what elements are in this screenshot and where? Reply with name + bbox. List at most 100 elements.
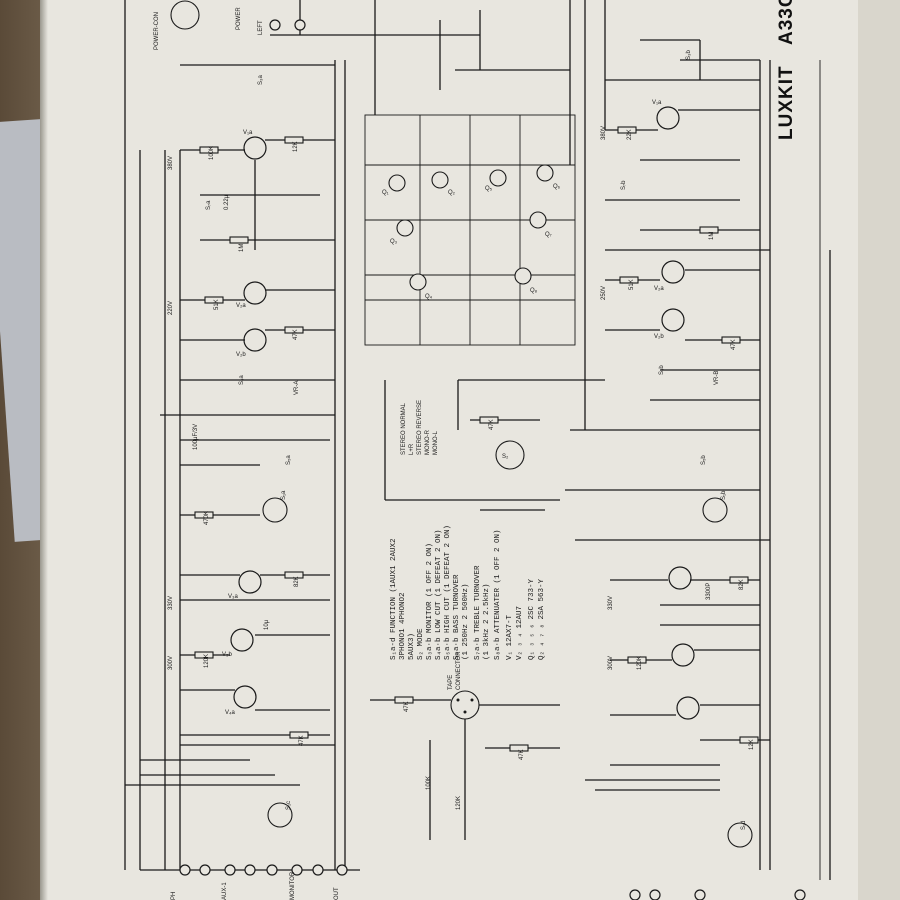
c-value-4: 100μF/3V bbox=[193, 424, 199, 450]
jack-label-aux1: AUX-1 bbox=[222, 882, 228, 900]
bottom-jacks: PH AUX-1 MONITOR OUT bbox=[140, 864, 806, 900]
sw-label-11: S₅a bbox=[286, 455, 292, 465]
pot-value-2: VR-B bbox=[714, 371, 720, 385]
legend-line-2: 3PHONO1 4PHONO2 bbox=[399, 592, 407, 660]
sw-label-5: S₁c bbox=[286, 801, 292, 810]
r-value-7: 82K bbox=[294, 576, 300, 587]
tube-label-v3a: V₃a bbox=[228, 594, 238, 600]
tube-label-v2b-r: V₂b bbox=[654, 334, 664, 340]
r-value-9: 47K bbox=[299, 735, 305, 746]
connector-label-2: CONNECTOR bbox=[456, 651, 462, 690]
top-wiring bbox=[180, 0, 760, 165]
r-value-2: 12K bbox=[293, 141, 299, 152]
pot-value-1: VR-A bbox=[294, 381, 300, 395]
r-value-15: 120K bbox=[637, 656, 643, 670]
brand-title: LUXKIT bbox=[776, 65, 797, 140]
sw-label-9: S₇a bbox=[206, 200, 212, 210]
legend-line-4: S₂ MODE bbox=[417, 628, 425, 660]
r-value-14: 82K bbox=[739, 579, 745, 590]
c-value-2: 10μ bbox=[264, 619, 270, 630]
legend-line-8: S₆a·b BASS TURNOVER bbox=[453, 574, 461, 660]
v-value-5: 380V bbox=[601, 126, 607, 140]
q7-label: Q₇ bbox=[545, 232, 552, 238]
r-value-8: 120K bbox=[204, 654, 210, 668]
tube-label-v4a: V₄a bbox=[225, 710, 235, 716]
r-value-12: 51K bbox=[629, 279, 635, 290]
tube-label-v2a-r: V₂a bbox=[654, 286, 664, 292]
r-value-5: 47K bbox=[293, 329, 299, 340]
c-value-3: 3300P bbox=[706, 583, 712, 600]
r-value-19: 47K bbox=[489, 419, 495, 430]
sw-label-1: S₃a bbox=[258, 75, 264, 85]
legend-line-14: V₂ ₃ ₄ 12AU7 bbox=[516, 606, 524, 660]
power-switch-label: POWER bbox=[236, 7, 242, 30]
q6-label: Q₆ bbox=[553, 184, 561, 190]
legend-line-13: V₁ 12AX7-T bbox=[506, 614, 514, 660]
legend-line-3: 5AUX3) bbox=[408, 633, 416, 660]
sw-label-3: S₁a bbox=[281, 490, 287, 500]
sw-label-7: S₆a bbox=[239, 375, 245, 385]
c-value-1: 0.22μ bbox=[224, 194, 230, 210]
q4-label: Q₄ bbox=[425, 294, 433, 300]
r-value-4: 51K bbox=[214, 299, 220, 310]
r-value-6: 470K bbox=[204, 511, 210, 525]
q2-label: Q₂ bbox=[448, 190, 456, 196]
jack-label-ph: PH bbox=[171, 892, 177, 900]
sw-label-12: S₅b bbox=[701, 455, 707, 465]
r-value-16: 12K bbox=[749, 739, 755, 750]
switch-labels: S₃a S₃b S₁a S₁b S₁c S₁d S₆a S₆b S₇a S₇b … bbox=[206, 50, 747, 830]
sw-label-4: S₁b bbox=[721, 490, 727, 500]
sw-label-2: S₃b bbox=[686, 50, 692, 60]
legend-line-1: S₁a-d FUNCTION (1AUX1 2AUX2 bbox=[390, 538, 398, 660]
sw-label-6: S₁d bbox=[741, 821, 747, 830]
legend-line-10: S₇a·b TREBLE TURNOVER bbox=[474, 565, 482, 660]
legend-line-7: S₅a·b HIGH CUT (1 DEFEAT 2 ON) bbox=[444, 525, 452, 660]
tape-connector: TAPE CONNECTOR bbox=[370, 651, 560, 840]
sw-label-10: S₇b bbox=[621, 180, 627, 190]
legend-line-11: (1 3kHz 2 2.5kHz) bbox=[483, 583, 491, 660]
tube-label-v2b: V₂b bbox=[236, 352, 246, 358]
v-value-6: 250V bbox=[601, 286, 607, 300]
mode-item-monol: MONO-L bbox=[433, 430, 439, 455]
component-values: 100K 12K 1M 51K 47K 470K 82K 120K 47K 22… bbox=[168, 126, 755, 810]
r-value-13: 47K bbox=[731, 339, 737, 350]
parts-legend: S₁a-d FUNCTION (1AUX1 2AUX2 3PHONO1 4PHO… bbox=[390, 525, 546, 660]
r-value-18: 47K bbox=[519, 749, 525, 760]
mode-item-monor: MONO-R bbox=[425, 429, 431, 455]
rotary-switches: S₂ bbox=[170, 0, 753, 848]
mode-item-reverse: STEREO REVERSE bbox=[417, 400, 423, 455]
mode-wiring bbox=[384, 379, 605, 511]
jack-label-out: OUT bbox=[334, 887, 340, 900]
legend-line-12: S₈a·b ATTENUATER (1 OFF 2 ON) bbox=[494, 529, 502, 660]
legend-line-15: Q₁ ₃ ₅ ₆ 2SC 733-Y bbox=[528, 578, 536, 660]
right-channel-network bbox=[565, 109, 770, 791]
v-value-7: 330V bbox=[608, 596, 614, 610]
paper-edge-shadow bbox=[40, 0, 48, 900]
v-value-2: 220V bbox=[168, 301, 174, 315]
sw-label-8: S₆b bbox=[659, 365, 665, 375]
q3-label: Q₃ bbox=[390, 239, 398, 245]
mode-switch-legend: STEREO NORMAL L+R STEREO REVERSE MONO-R … bbox=[401, 400, 439, 455]
v-value-3: 330V bbox=[168, 596, 174, 610]
jack-label-monitor: MONITOR bbox=[290, 871, 296, 900]
legend-line-16: Q₂ ₄ ₇ ₈ 2SA 563-Y bbox=[538, 578, 546, 660]
r-value-17: 47K bbox=[404, 701, 410, 712]
q8-label: Q₈ bbox=[530, 288, 538, 294]
power-rails bbox=[124, 0, 831, 880]
top-jack-left: LEFT bbox=[258, 20, 264, 35]
v-value-1: 380V bbox=[168, 156, 174, 170]
legend-line-6: S₄a·b LOW CUT (1 DEFEAT 2 ON) bbox=[435, 529, 443, 660]
tube-label-v1a: V₁a bbox=[243, 130, 253, 136]
top-jacks: LEFT POWER-CON POWER bbox=[154, 7, 306, 50]
v-value-4: 300V bbox=[168, 656, 174, 670]
q1-label: Q₁ bbox=[382, 190, 389, 196]
transistor-section: Q₁ Q₂ Q₅ Q₆ Q₃ Q₇ Q₄ Q₈ bbox=[364, 114, 576, 346]
mode-switch-label: S₂ bbox=[502, 454, 509, 460]
legend-line-5: S₃a·b MONITOR (1 OFF 2 ON) bbox=[426, 543, 434, 660]
r-value-20: 100K bbox=[426, 776, 432, 790]
tube-label-v1a-r: V₁a bbox=[652, 100, 662, 106]
v-value-8: 300V bbox=[608, 656, 614, 670]
tube-label-v2a: V₂a bbox=[236, 303, 246, 309]
